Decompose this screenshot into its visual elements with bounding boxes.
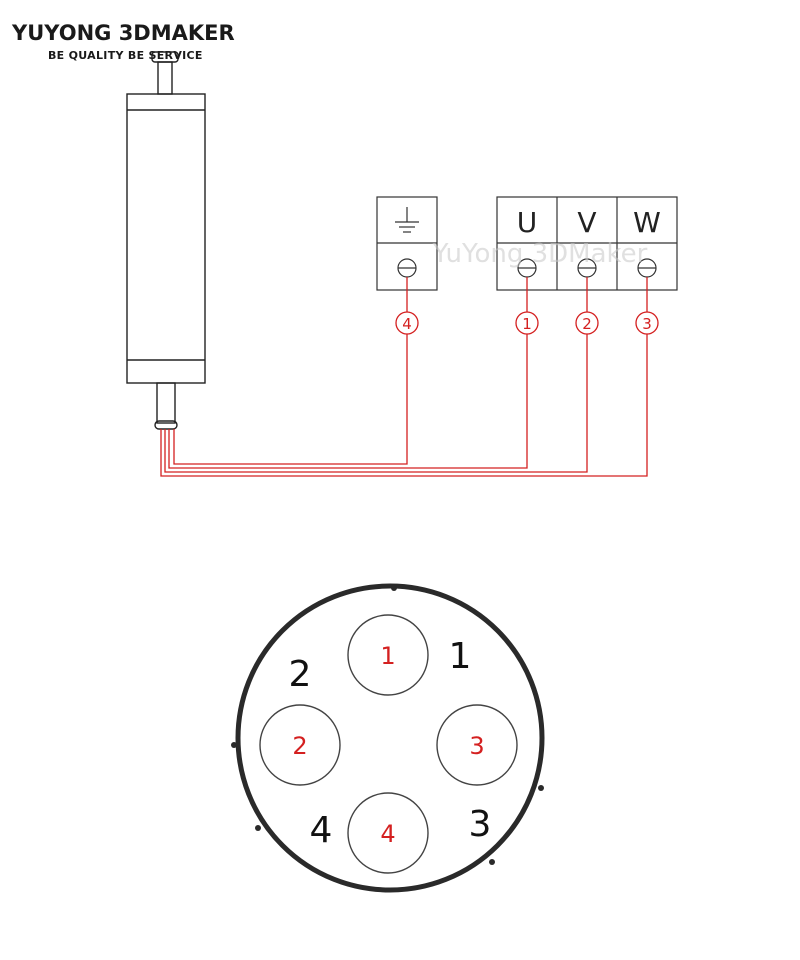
wire-number-3 — [635, 311, 659, 335]
screw-terminal-ground — [397, 258, 417, 278]
wire-u — [168, 334, 528, 469]
terminal-label-w: W — [633, 206, 661, 239]
pin-1-outer-label: 1 — [449, 636, 472, 677]
pin-4-outer-label: 4 — [310, 810, 333, 851]
watermark: YuYong 3DMaker — [432, 239, 648, 269]
connector-pin-4 — [347, 792, 429, 874]
pin-4-number: 4 — [380, 820, 395, 848]
terminal-label-u: U — [517, 206, 538, 239]
wires — [160, 277, 648, 477]
logo-title: YUYONG 3DMAKER — [11, 21, 235, 45]
connector-notch — [489, 859, 495, 865]
spindle-body — [126, 93, 206, 384]
wire-number-1-label: 1 — [522, 315, 532, 333]
connector-notch — [255, 825, 261, 831]
terminal-block-ground — [376, 196, 438, 291]
wire-number-4 — [395, 311, 419, 335]
wire-v — [164, 334, 588, 473]
connector-notch — [538, 785, 544, 791]
connector-pin-2 — [259, 704, 341, 786]
connector-pin-3 — [436, 704, 518, 786]
pin-3-outer-label: 3 — [469, 804, 492, 845]
wire-ground — [173, 334, 408, 465]
pin-3-number: 3 — [469, 732, 484, 760]
connector-notch — [391, 585, 397, 591]
brand-logo: YUYONG 3DMAKER BE QUALITY BE SERVICE — [11, 21, 235, 62]
connector-pin-1 — [347, 614, 429, 696]
wire-number-3-label: 3 — [642, 315, 652, 333]
aviation-connector — [231, 583, 545, 893]
spindle-cable-sleeve — [156, 382, 176, 424]
pin-2-number: 2 — [292, 732, 307, 760]
ground-icon — [395, 207, 419, 233]
wire-w — [160, 334, 648, 477]
wire-number-2-label: 2 — [582, 315, 592, 333]
wire-number-2 — [575, 311, 599, 335]
pin-2-outer-label: 2 — [289, 654, 312, 695]
connector-ring — [235, 583, 545, 893]
logo-tagline: BE QUALITY BE SERVICE — [48, 49, 203, 62]
connector-notch — [231, 742, 237, 748]
pin-1-number: 1 — [380, 642, 395, 670]
terminal-label-v: V — [577, 206, 596, 239]
spindle-motor — [126, 51, 206, 430]
wire-number-4-label: 4 — [402, 315, 412, 333]
wire-number-1 — [515, 311, 539, 335]
spindle-cable-clamp — [154, 420, 178, 430]
spindle-shaft — [157, 61, 173, 95]
